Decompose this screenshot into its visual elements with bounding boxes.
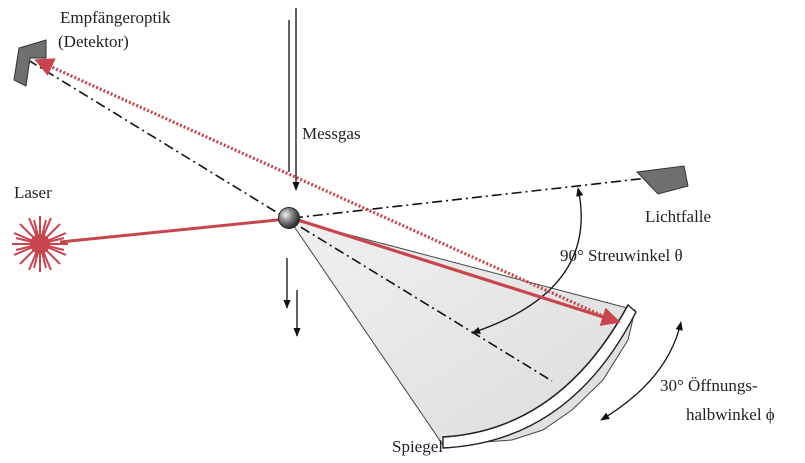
laser-starburst-icon — [12, 216, 68, 272]
scatter-angle-arc — [471, 187, 584, 334]
detector-label-line1: Empfängeroptik — [60, 8, 171, 27]
scatter-angle-label: 90° Streuwinkel θ — [560, 246, 683, 265]
aperture-label-line1: 30° Öffnungs- — [660, 376, 758, 395]
laser-beam — [59, 217, 288, 244]
light-trap-axis-line — [292, 177, 649, 219]
light-trap-label: Lichtfalle — [645, 207, 711, 226]
light-trap-icon — [635, 165, 689, 195]
detector-optic-icon — [13, 39, 47, 87]
particle-sphere-icon — [278, 207, 300, 229]
detector-label-line2: (Detektor) — [58, 32, 129, 51]
mirror-label: Spiegel — [392, 437, 443, 456]
reflected-beam-to-detector — [34, 58, 613, 322]
laser-label: Laser — [14, 183, 52, 202]
gas-label: Messgas — [302, 124, 361, 143]
scattered-beam-to-mirror — [297, 218, 621, 326]
aperture-label-line2: halbwinkel ϕ — [686, 405, 775, 424]
aperture-angle-arc — [600, 321, 683, 421]
